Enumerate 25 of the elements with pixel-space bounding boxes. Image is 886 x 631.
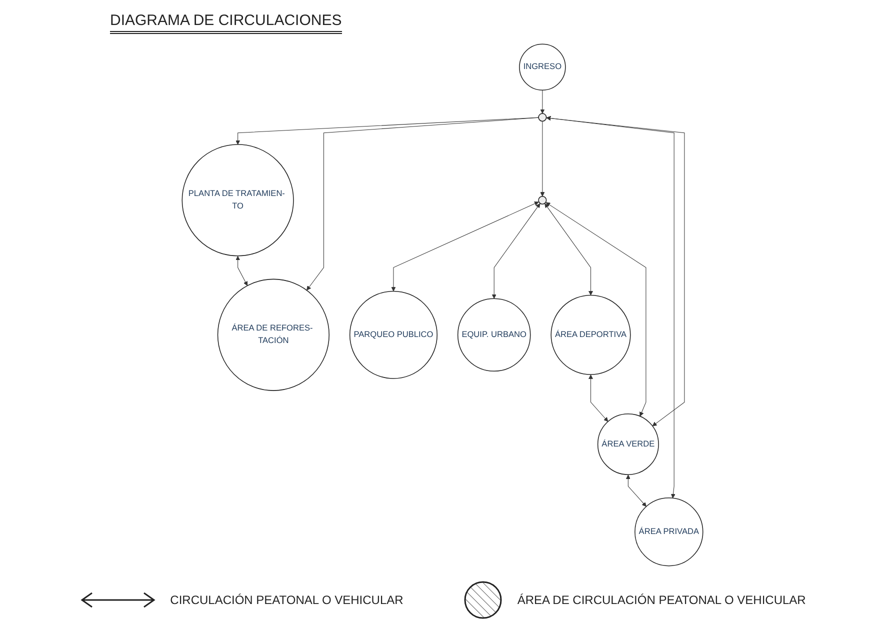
arrow <box>545 203 594 296</box>
node-circle: PLANTA DE TRATAMIEN- TO <box>182 144 294 256</box>
node-circle <box>538 113 548 122</box>
arrow <box>236 256 248 286</box>
node-circle: ÁREA DEPORTIVA <box>551 294 632 375</box>
diagram-title: DIAGRAMA DE CIRCULACIONES <box>110 12 342 34</box>
arrow <box>492 203 541 299</box>
node-circle: PARQUEO PUBLICO <box>350 290 438 379</box>
arrow <box>588 374 609 422</box>
arrow <box>392 202 540 292</box>
arrow <box>546 202 647 416</box>
node-circle <box>538 196 548 204</box>
node-circle: INGRESO <box>520 44 566 91</box>
node-circle: ÁREA VERDE <box>598 413 660 475</box>
legend-label: ÁREA DE CIRCULACIÓN PEATONAL O VEHICULAR <box>517 593 806 607</box>
arrow <box>546 116 676 498</box>
arrow <box>546 116 686 426</box>
arrow <box>540 90 546 114</box>
arrow <box>626 474 647 507</box>
node-circle: ÁREA DE REFORES- TACIÓN <box>218 278 330 391</box>
legend-label: CIRCULACIÓN PEATONAL O VEHICULAR <box>170 593 404 607</box>
arrow <box>540 120 546 197</box>
arrow <box>307 117 540 290</box>
node-circle: ÁREA PRIVADA <box>635 498 704 566</box>
node-circle: EQUIP. URBANO <box>458 298 532 372</box>
